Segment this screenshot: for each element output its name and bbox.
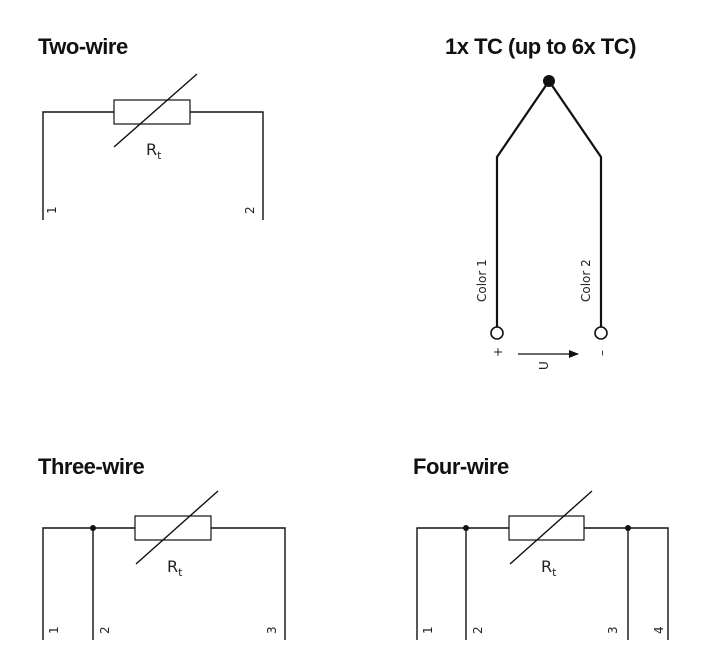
four-wire-left-lead xyxy=(416,527,509,640)
three-wire-variable-arrow xyxy=(135,490,219,565)
thermocouple-minus-sign: – xyxy=(595,350,609,356)
thermocouple-title: 1x TC (up to 6x TC) xyxy=(445,34,636,59)
four-wire-right-lead xyxy=(584,527,669,640)
four-wire-diagram: Four-wire Rt 1 2 3 4 xyxy=(413,454,669,640)
three-wire-left-lead xyxy=(42,527,135,640)
four-wire-terminal-1: 1 xyxy=(421,626,435,634)
four-wire-terminal-2: 2 xyxy=(471,626,485,634)
three-wire-right-lead xyxy=(211,527,286,640)
thermocouple-voltage-label: U xyxy=(537,361,551,370)
thermocouple-lead-2-label: Color 2 xyxy=(579,259,593,302)
two-wire-diagram: Two-wire Rt 1 2 xyxy=(38,34,264,220)
thermocouple-terminal-plus xyxy=(490,326,504,340)
two-wire-left-lead xyxy=(42,111,114,220)
three-wire-resistor xyxy=(134,515,212,541)
thermocouple-plus-sign: + xyxy=(491,347,505,357)
three-wire-diagram: Three-wire Rt 1 2 3 xyxy=(38,454,286,640)
four-wire-left-junction xyxy=(463,525,469,531)
two-wire-resistor-label: Rt xyxy=(146,140,162,162)
three-wire-terminal-2: 2 xyxy=(98,626,112,634)
four-wire-resistor-label: Rt xyxy=(541,557,557,579)
four-wire-terminal-3: 3 xyxy=(606,626,620,634)
thermocouple-terminal-minus xyxy=(594,326,608,340)
two-wire-right-lead xyxy=(190,111,264,220)
thermocouple-lead-1-label: Color 1 xyxy=(475,259,489,302)
two-wire-variable-arrow xyxy=(113,73,198,148)
thermocouple-diagram: 1x TC (up to 6x TC) Color 1 Color 2 + – … xyxy=(445,34,637,370)
three-wire-junction xyxy=(90,525,96,531)
two-wire-terminal-1: 1 xyxy=(45,206,59,214)
thermocouple-junction xyxy=(543,75,555,87)
four-wire-resistor xyxy=(508,515,585,541)
two-wire-title: Two-wire xyxy=(38,34,128,59)
three-wire-terminal-3: 3 xyxy=(265,626,279,634)
four-wire-right-junction xyxy=(625,525,631,531)
three-wire-resistor-label: Rt xyxy=(167,557,183,579)
two-wire-terminal-2: 2 xyxy=(243,206,257,214)
three-wire-terminal-1: 1 xyxy=(47,626,61,634)
three-wire-title: Three-wire xyxy=(38,454,145,479)
four-wire-title: Four-wire xyxy=(413,454,509,479)
four-wire-variable-arrow xyxy=(509,490,593,565)
four-wire-terminal-4: 4 xyxy=(652,626,666,634)
two-wire-resistor xyxy=(113,99,191,125)
